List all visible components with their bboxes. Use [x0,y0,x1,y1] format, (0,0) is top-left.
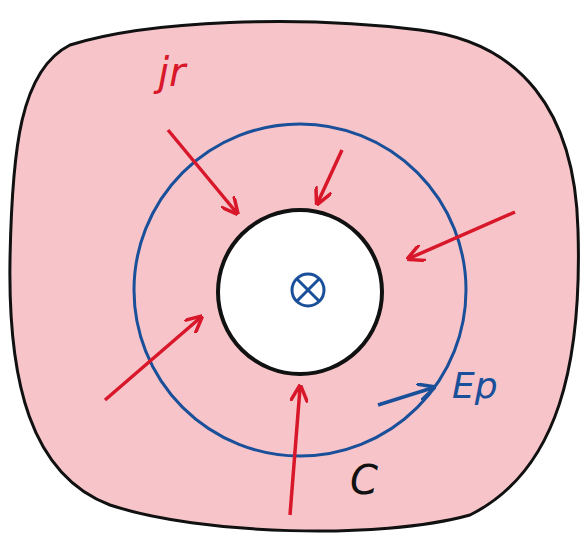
into-page-symbol [292,274,324,306]
conductor-region [10,22,579,531]
loop-label: C [350,460,378,500]
current-arrows [105,130,515,515]
field-label: Ep [452,368,498,404]
current-density-label: jr [158,52,186,92]
inner-hole [218,210,382,374]
field-arrow [378,388,432,405]
